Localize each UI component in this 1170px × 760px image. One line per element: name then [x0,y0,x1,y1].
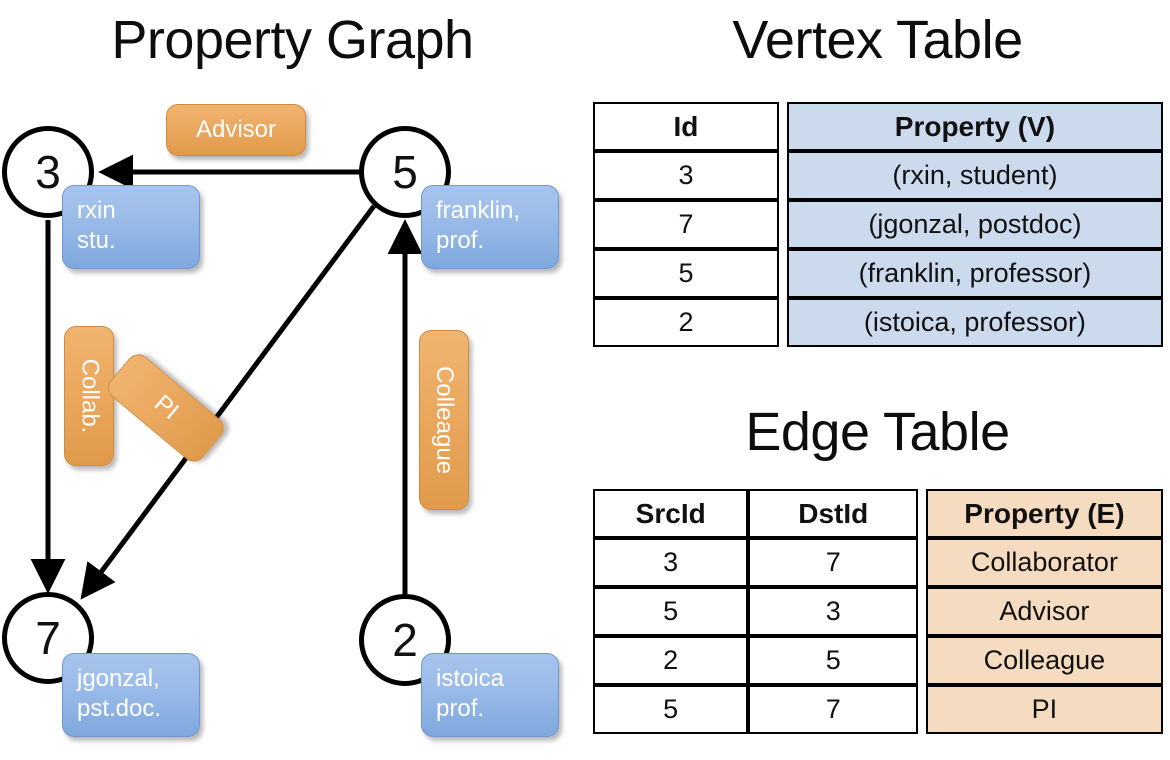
edge-row-0-dstid: 7 [748,538,919,587]
edge-row-3-property: PI [925,685,1163,734]
edge-table: SrcId DstId Property (E) 3 7 Collaborato… [593,489,1163,734]
page-title-edge-table: Edge Table [745,402,1010,462]
vertex-row-1-gap [779,200,787,249]
edge-label-advisor: Advisor [195,116,277,143]
edge-row-3-gap [918,685,926,734]
vertex-table-header-row: Id Property (V) [593,102,1163,151]
edge-label-pi: PI [148,389,184,426]
edge-table-header-dstid: DstId [748,489,919,538]
table-row: 5 7 PI [593,685,1163,734]
edge-row-0-property: Collaborator [925,538,1163,587]
vertex-property-box-3: rxin stu. [62,185,200,269]
edge-table-header-property: Property (E) [925,489,1163,538]
edge-row-0-srcid: 3 [593,538,749,587]
page-title-vertex-table: Vertex Table [732,10,1023,70]
vertex-property-3-line2: stu. [77,227,116,254]
vertex-row-2-id: 5 [593,249,779,298]
edge-row-1-dstid: 3 [748,587,919,636]
edge-table-header-srcid: SrcId [593,489,749,538]
edge-row-3-dstid: 7 [748,685,919,734]
edge-label-box-collab: Collab. [64,326,114,466]
table-row: 3 7 Collaborator [593,538,1163,587]
edge-label-colleague: Colleague [431,365,458,475]
vertex-property-2-line1: istoica [436,665,505,692]
vertex-row-0-property: (rxin, student) [786,151,1163,200]
edge-label-box-advisor: Advisor [166,104,306,156]
edge-row-2-property: Colleague [925,636,1163,685]
vertex-row-3-gap [779,298,787,347]
vertex-property-7-line2: pst.doc. [77,695,162,722]
vertex-row-2-property: (franklin, professor) [786,249,1163,298]
edge-table-header-row: SrcId DstId Property (E) [593,489,1163,538]
edge-table-column-gap [918,489,926,538]
vertex-row-1-id: 7 [593,200,779,249]
graph-node-3[interactable]: 3 [2,126,94,218]
table-row: 5 (franklin, professor) [593,249,1163,298]
vertex-row-3-property: (istoica, professor) [786,298,1163,347]
edge-row-2-dstid: 5 [748,636,919,685]
vertex-property-box-7: jgonzal, pst.doc. [62,653,200,737]
edge-5-to-7 [80,204,377,600]
vertex-property-5-line1: franklin, [436,197,521,224]
table-row: 3 (rxin, student) [593,151,1163,200]
edge-row-2-gap [918,636,926,685]
graph-node-5[interactable]: 5 [359,126,451,218]
vertex-row-1-property: (jgonzal, postdoc) [786,200,1163,249]
vertex-property-7-line1: jgonzal, [77,665,160,692]
edge-label-collab: Collab. [76,358,103,434]
edge-row-0-gap [918,538,926,587]
edge-label-box-colleague: Colleague [419,330,469,510]
table-row: 2 5 Colleague [593,636,1163,685]
page-title-property-graph: Property Graph [111,10,474,70]
vertex-table-header-property: Property (V) [786,102,1163,151]
edge-row-1-srcid: 5 [593,587,749,636]
vertex-property-box-5: franklin, prof. [421,185,559,269]
vertex-property-3-line1: rxin [77,197,116,224]
edge-row-1-gap [918,587,926,636]
vertex-property-5-line2: prof. [436,227,485,254]
edge-row-3-srcid: 5 [593,685,749,734]
vertex-row-2-gap [779,249,787,298]
vertex-row-3-id: 2 [593,298,779,347]
vertex-property-box-2: istoica prof. [421,653,559,737]
edge-row-2-srcid: 2 [593,636,749,685]
vertex-table-header-id: Id [593,102,779,151]
edge-row-1-property: Advisor [925,587,1163,636]
table-row: 5 3 Advisor [593,587,1163,636]
table-row: 7 (jgonzal, postdoc) [593,200,1163,249]
vertex-table: Id Property (V) 3 (rxin, student) 7 (jgo… [593,102,1163,347]
vertex-row-0-gap [779,151,787,200]
vertex-property-2-line2: prof. [436,695,485,722]
vertex-row-0-id: 3 [593,151,779,200]
vertex-table-column-gap [779,102,787,151]
property-graph-diagram: 3 5 7 2 rxin stu. franklin, prof. jgonza… [0,90,585,760]
graph-edges-layer [30,154,423,600]
table-row: 2 (istoica, professor) [593,298,1163,347]
